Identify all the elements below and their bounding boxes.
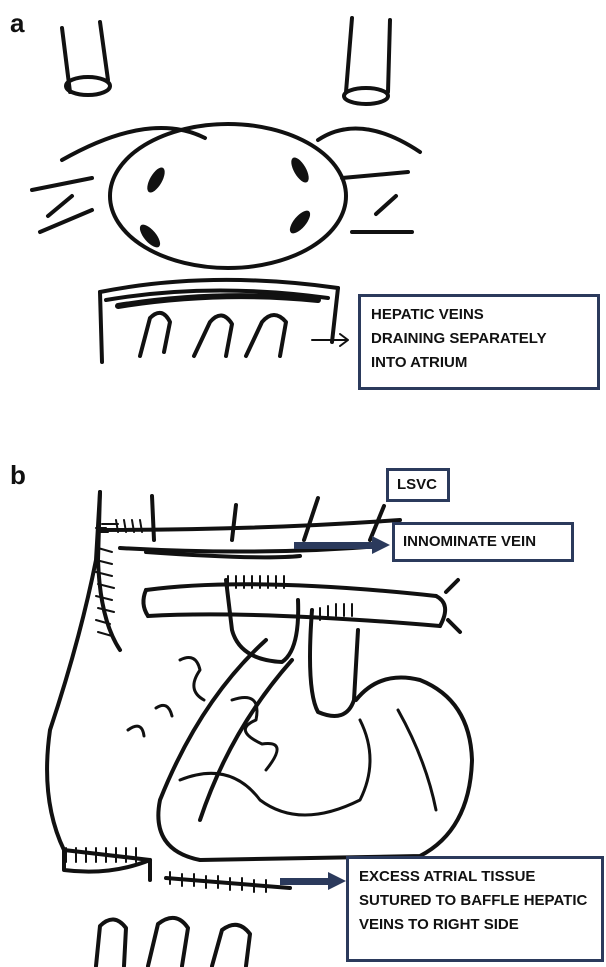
callout-b-line-3: VEINS TO RIGHT SIDE xyxy=(359,913,591,937)
hepatic-vein-2 xyxy=(194,315,232,356)
hepatic-vein-1 xyxy=(140,313,170,356)
excess-tissue-callout: EXCESS ATRIAL TISSUE SUTURED TO BAFFLE H… xyxy=(346,856,604,962)
panel-label-b: b xyxy=(10,460,26,491)
lsvc-text: LSVC xyxy=(397,473,439,497)
hepatic-veins-callout: HEPATIC VEINS DRAINING SEPARATELY INTO A… xyxy=(358,294,600,390)
lsvc-label: LSVC xyxy=(386,468,450,502)
trabeculae xyxy=(180,658,204,700)
panel-a-pointer xyxy=(312,334,348,346)
atrial-opening-oval xyxy=(110,124,346,268)
right-atrial-chamber xyxy=(158,640,472,860)
upper-vessel-stubs xyxy=(152,496,384,540)
callout-b-line-2: SUTURED TO BAFFLE HEPATIC xyxy=(359,889,591,913)
innominate-vein-text: INNOMINATE VEIN xyxy=(403,530,563,554)
baffle-flap xyxy=(226,580,298,662)
right-cannula xyxy=(346,18,390,92)
hepatic-vein-b3 xyxy=(212,925,250,966)
left-side-vessels xyxy=(32,178,92,232)
right-side-vessels xyxy=(342,172,412,232)
atrium-right-wall xyxy=(332,288,338,342)
pouch xyxy=(310,610,358,716)
callout-a-line-3: INTO ATRIUM xyxy=(371,351,587,375)
hepatic-vein-b1 xyxy=(96,919,126,966)
callout-a-line-1: HEPATIC VEINS xyxy=(371,303,587,327)
atrium-left-wall xyxy=(100,292,102,362)
left-cannula-opening xyxy=(66,77,110,95)
upper-wall xyxy=(62,128,420,160)
right-cannula-opening xyxy=(344,88,388,104)
central-vessel xyxy=(146,584,440,626)
callout-b-line-1: EXCESS ATRIAL TISSUE xyxy=(359,865,591,889)
hepatic-vein-b2 xyxy=(148,918,188,966)
panel-label-a: a xyxy=(10,8,24,39)
callout-a-line-2: DRAINING SEPARATELY xyxy=(371,327,587,351)
hepatic-vein-3 xyxy=(246,315,286,356)
innominate-vein-label: INNOMINATE VEIN xyxy=(392,522,574,562)
